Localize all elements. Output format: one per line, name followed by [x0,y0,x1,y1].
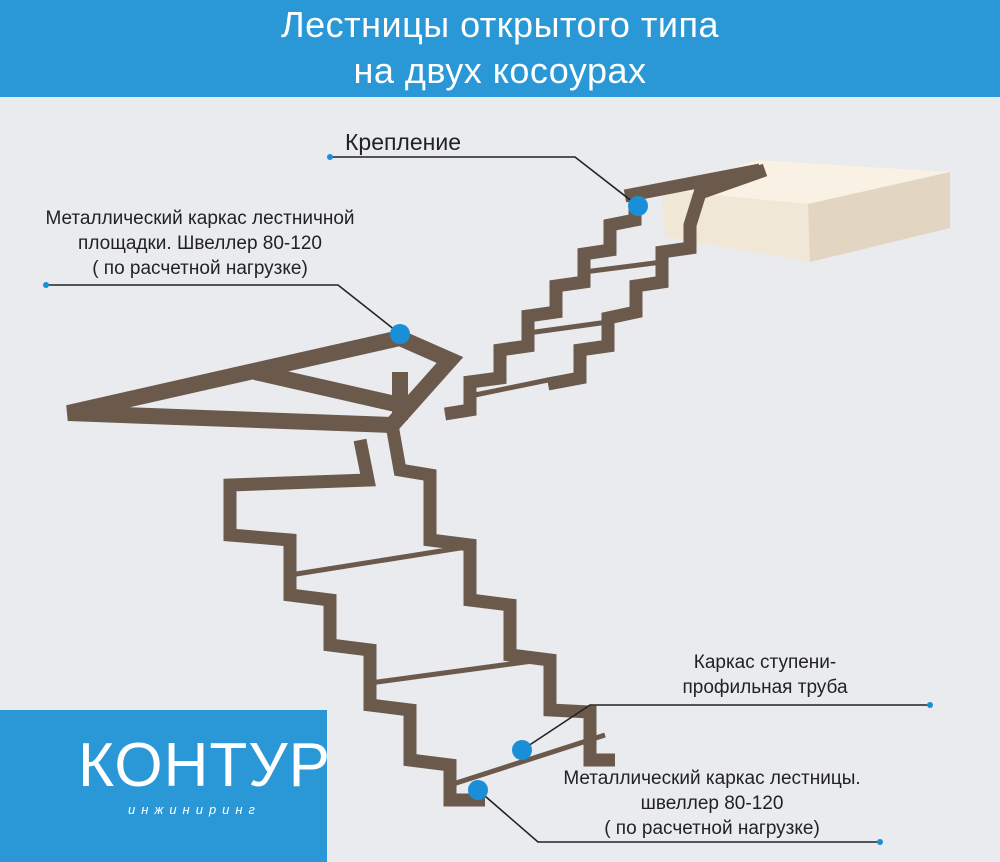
leader-end-dots [43,154,933,845]
label-platform-frame-line2: площадки. Швеллер 80-120 [78,233,322,254]
label-step-frame-line2: профильная труба [682,677,848,698]
label-step-frame: Каркас ступени- профильная труба [650,650,880,700]
marker-stair-frame [468,780,488,800]
title-line-1: Лестницы открытого типа [280,4,720,45]
title-banner: Лестницы открытого типа на двух косоурах [0,0,1000,97]
leader-lines [46,156,930,843]
lower-step-tubes [289,545,606,788]
landing-frame [66,329,464,434]
logo-name: КОНТУР [78,731,332,800]
label-fastening: Крепление [345,129,461,155]
label-platform-frame: Металлический каркас лестничной площадки… [20,206,380,281]
label-stair-frame-line2: швеллер 80-120 [640,793,784,814]
marker-fastening [628,196,648,216]
label-platform-frame-line1: Металлический каркас лестничной [45,208,355,229]
logo-subtitle: инжиниринг [128,802,261,817]
label-step-frame-line1: Каркас ступени- [693,652,837,673]
label-stair-frame: Металлический каркас лестницы. швеллер 8… [532,766,892,841]
upper-step-tubes [469,259,663,399]
label-stair-frame-line3: ( по расчетной нагрузке) [604,818,820,839]
lower-stringers [223,423,615,807]
marker-step-frame [512,740,532,760]
title-line-2: на двух косоурах [353,50,647,91]
label-stair-frame-line1: Металлический каркас лестницы. [563,768,861,789]
marker-platform-frame [390,324,410,344]
upper-stringers [443,163,768,421]
company-logo: КОНТУР инжиниринг [0,710,330,862]
label-platform-frame-line3: ( по расчетной нагрузке) [92,258,308,279]
